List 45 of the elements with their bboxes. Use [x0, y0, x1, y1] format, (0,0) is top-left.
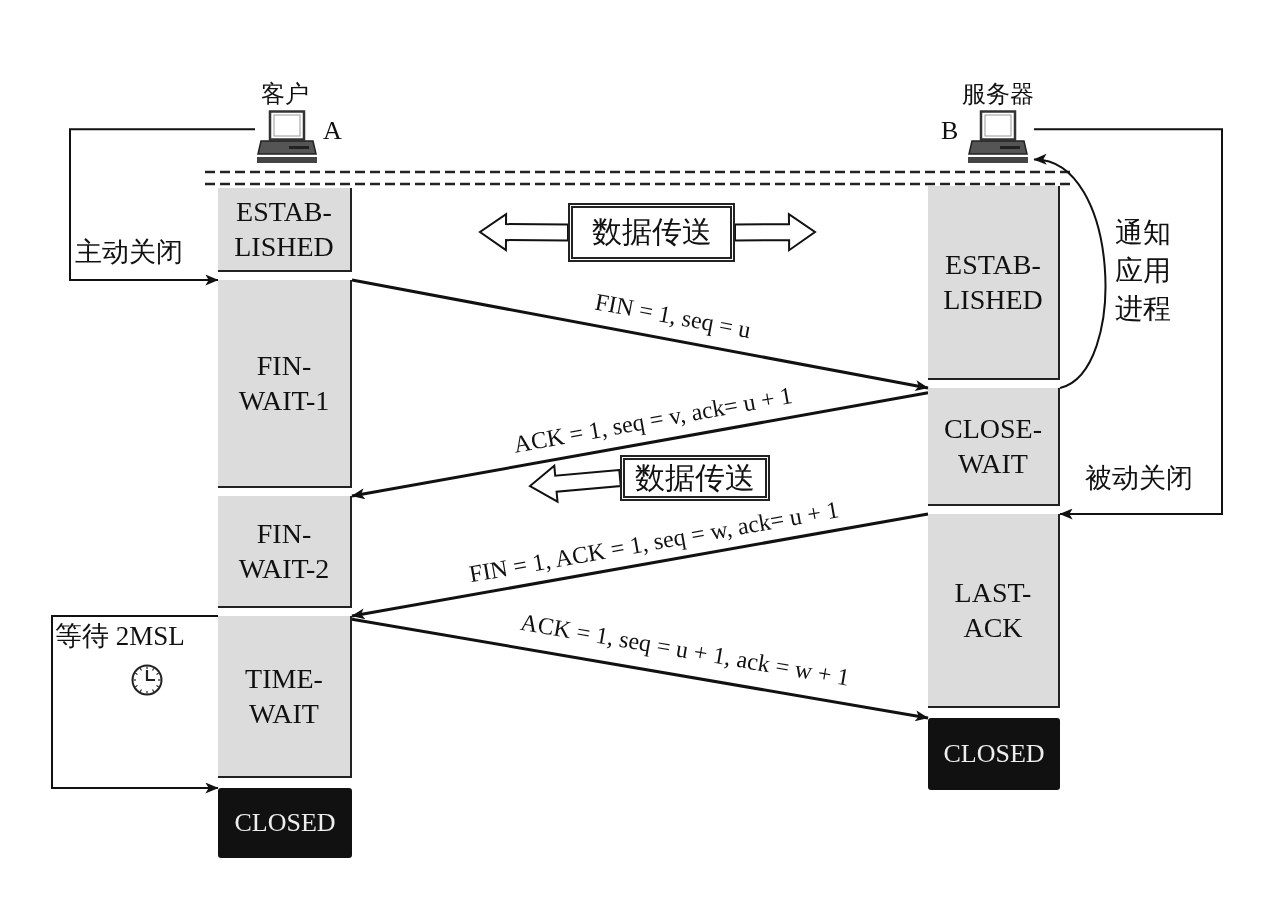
- state-box: [218, 616, 352, 778]
- state-box: [218, 280, 352, 488]
- state-box: [928, 186, 1060, 380]
- state-name: LAST- ACK: [953, 576, 1033, 645]
- state-name: CLOSE- WAIT: [943, 412, 1043, 481]
- state-box: [218, 188, 352, 272]
- state-box: [928, 514, 1060, 708]
- edge-label: 等待 2MSL: [55, 622, 185, 652]
- edge-label: ACK = 1, seq = v, ack= u + 1: [512, 381, 795, 458]
- edge-label: 主动关闭: [75, 238, 183, 268]
- data-transfer-box: [620, 455, 770, 501]
- state-name: CLOSED: [234, 807, 336, 839]
- state-name: FIN- WAIT-2: [237, 517, 331, 586]
- box-label: 数据传送: [591, 215, 712, 250]
- elbow-arrow: [51, 615, 219, 794]
- elbow-arrow: [69, 128, 256, 286]
- hollow-arrow: [528, 463, 622, 504]
- host-letter: B: [941, 118, 959, 144]
- state-name: ESTAB- LISHED: [233, 195, 335, 264]
- edge-label: 被动关闭: [1085, 464, 1193, 494]
- hollow-arrow: [734, 212, 817, 253]
- elbow-arrow: [1033, 128, 1223, 520]
- closed-state-box: [928, 718, 1060, 790]
- edge-label: 通知应用进程: [1115, 216, 1172, 326]
- data-transfer-box: [568, 203, 735, 262]
- state-box: [928, 388, 1060, 506]
- host-name: 客户: [261, 82, 309, 106]
- host-name: 服务器: [962, 82, 1034, 106]
- state-name: TIME- WAIT: [244, 662, 324, 731]
- curved-arrow: [1033, 156, 1107, 389]
- closed-state-box: [218, 788, 352, 858]
- edge-label: FIN = 1, ACK = 1, seq = w, ack= u + 1: [466, 496, 841, 588]
- message-arrow: [351, 391, 929, 500]
- state-name: ESTAB- LISHED: [942, 248, 1044, 317]
- state-box: [218, 496, 352, 608]
- message-arrow: [351, 278, 929, 392]
- message-arrow: [351, 617, 929, 722]
- box-label: 数据传送: [635, 460, 755, 496]
- state-name: CLOSED: [943, 738, 1045, 770]
- edge-label: ACK = 1, seq = u + 1, ack = w + 1: [518, 608, 852, 692]
- state-name: FIN- WAIT-1: [237, 349, 331, 418]
- host-letter: A: [323, 118, 342, 144]
- edge-label: FIN = 1, seq = u: [593, 288, 754, 344]
- hollow-arrow: [478, 212, 569, 252]
- message-arrow: [351, 512, 929, 620]
